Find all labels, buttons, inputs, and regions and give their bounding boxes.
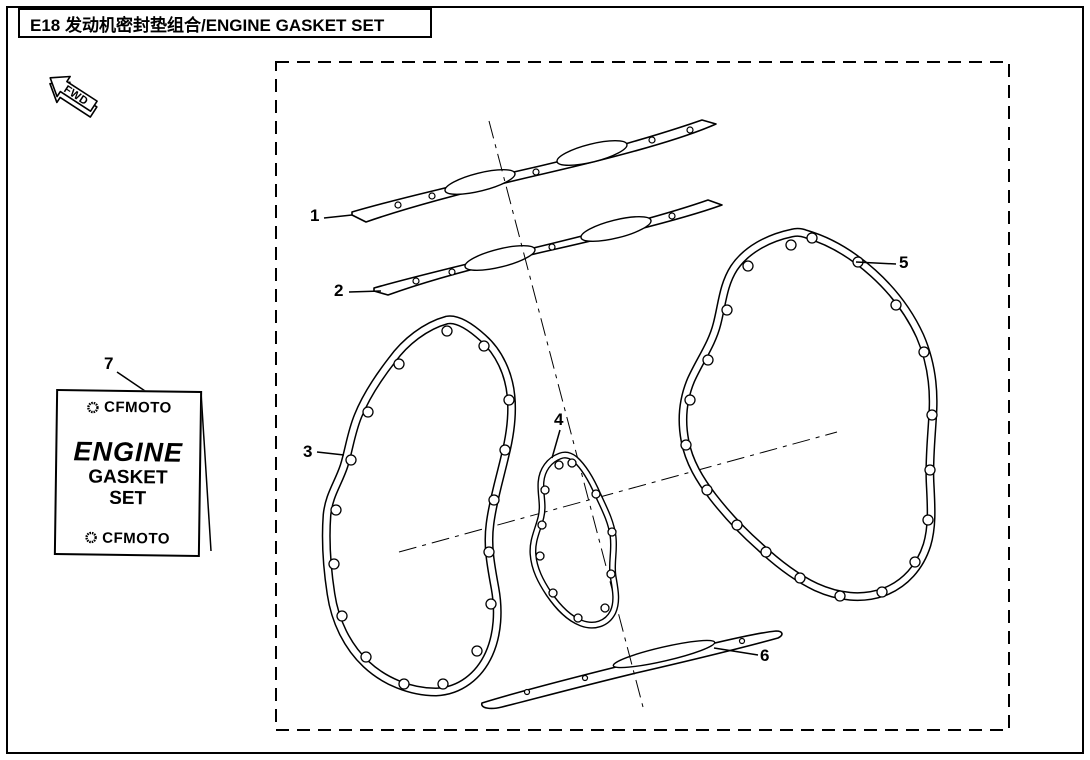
part-callout-7: 7: [104, 354, 114, 373]
cfmoto-brand-top: CFMOTO: [86, 398, 172, 417]
kit-card-edge-line: [200, 391, 212, 552]
part-callout-5: 5: [899, 253, 909, 272]
fwd-arrow-icon: FWD: [49, 75, 98, 118]
page-title-text: E18 发动机密封垫组合/ENGINE GASKET SET: [30, 15, 385, 35]
gasket-right-cover-5: [678, 227, 938, 602]
leader-line-4: [551, 429, 561, 459]
cfmoto-logo-icon: [87, 401, 99, 413]
kit-title-gasket: GASKET: [88, 466, 168, 489]
kit-title-engine: ENGINE: [73, 435, 184, 468]
kit-title: ENGINE GASKET SET: [73, 435, 184, 510]
gasket-bottom-6: [480, 630, 783, 710]
cfmoto-brand-bottom: CFMOTO: [84, 529, 171, 548]
kit-title-set: SET: [109, 487, 147, 510]
diagram-dashed-frame: [275, 61, 1010, 731]
leader-line-6: [713, 647, 759, 656]
part-callout-4: 4: [554, 410, 564, 429]
part-callout-1: 1: [310, 206, 320, 225]
cfmoto-brand-text: CFMOTO: [103, 398, 172, 417]
gasket-small-4: [529, 451, 620, 629]
gasket-cylinder-head-1: [351, 119, 717, 223]
leader-line-3: [316, 451, 345, 456]
cfmoto-brand-text: CFMOTO: [102, 529, 171, 548]
part-callout-3: 3: [303, 442, 313, 461]
centerline-horizontal: [398, 431, 838, 553]
page-title: E18 发动机密封垫组合/ENGINE GASKET SET: [18, 8, 432, 38]
part-callout-6: 6: [760, 646, 770, 665]
leader-line-1: [323, 214, 353, 219]
leader-line-5: [855, 261, 897, 265]
gasket-kit-card: CFMOTO ENGINE GASKET SET CFMOTO: [53, 388, 203, 558]
gasket-cylinder-base-2: [373, 199, 723, 296]
gasket-left-cover-3: [321, 315, 517, 697]
page-border: [6, 6, 1084, 754]
leader-line-2: [348, 290, 382, 293]
cfmoto-logo-icon: [85, 532, 97, 544]
part-callout-2: 2: [334, 281, 344, 300]
